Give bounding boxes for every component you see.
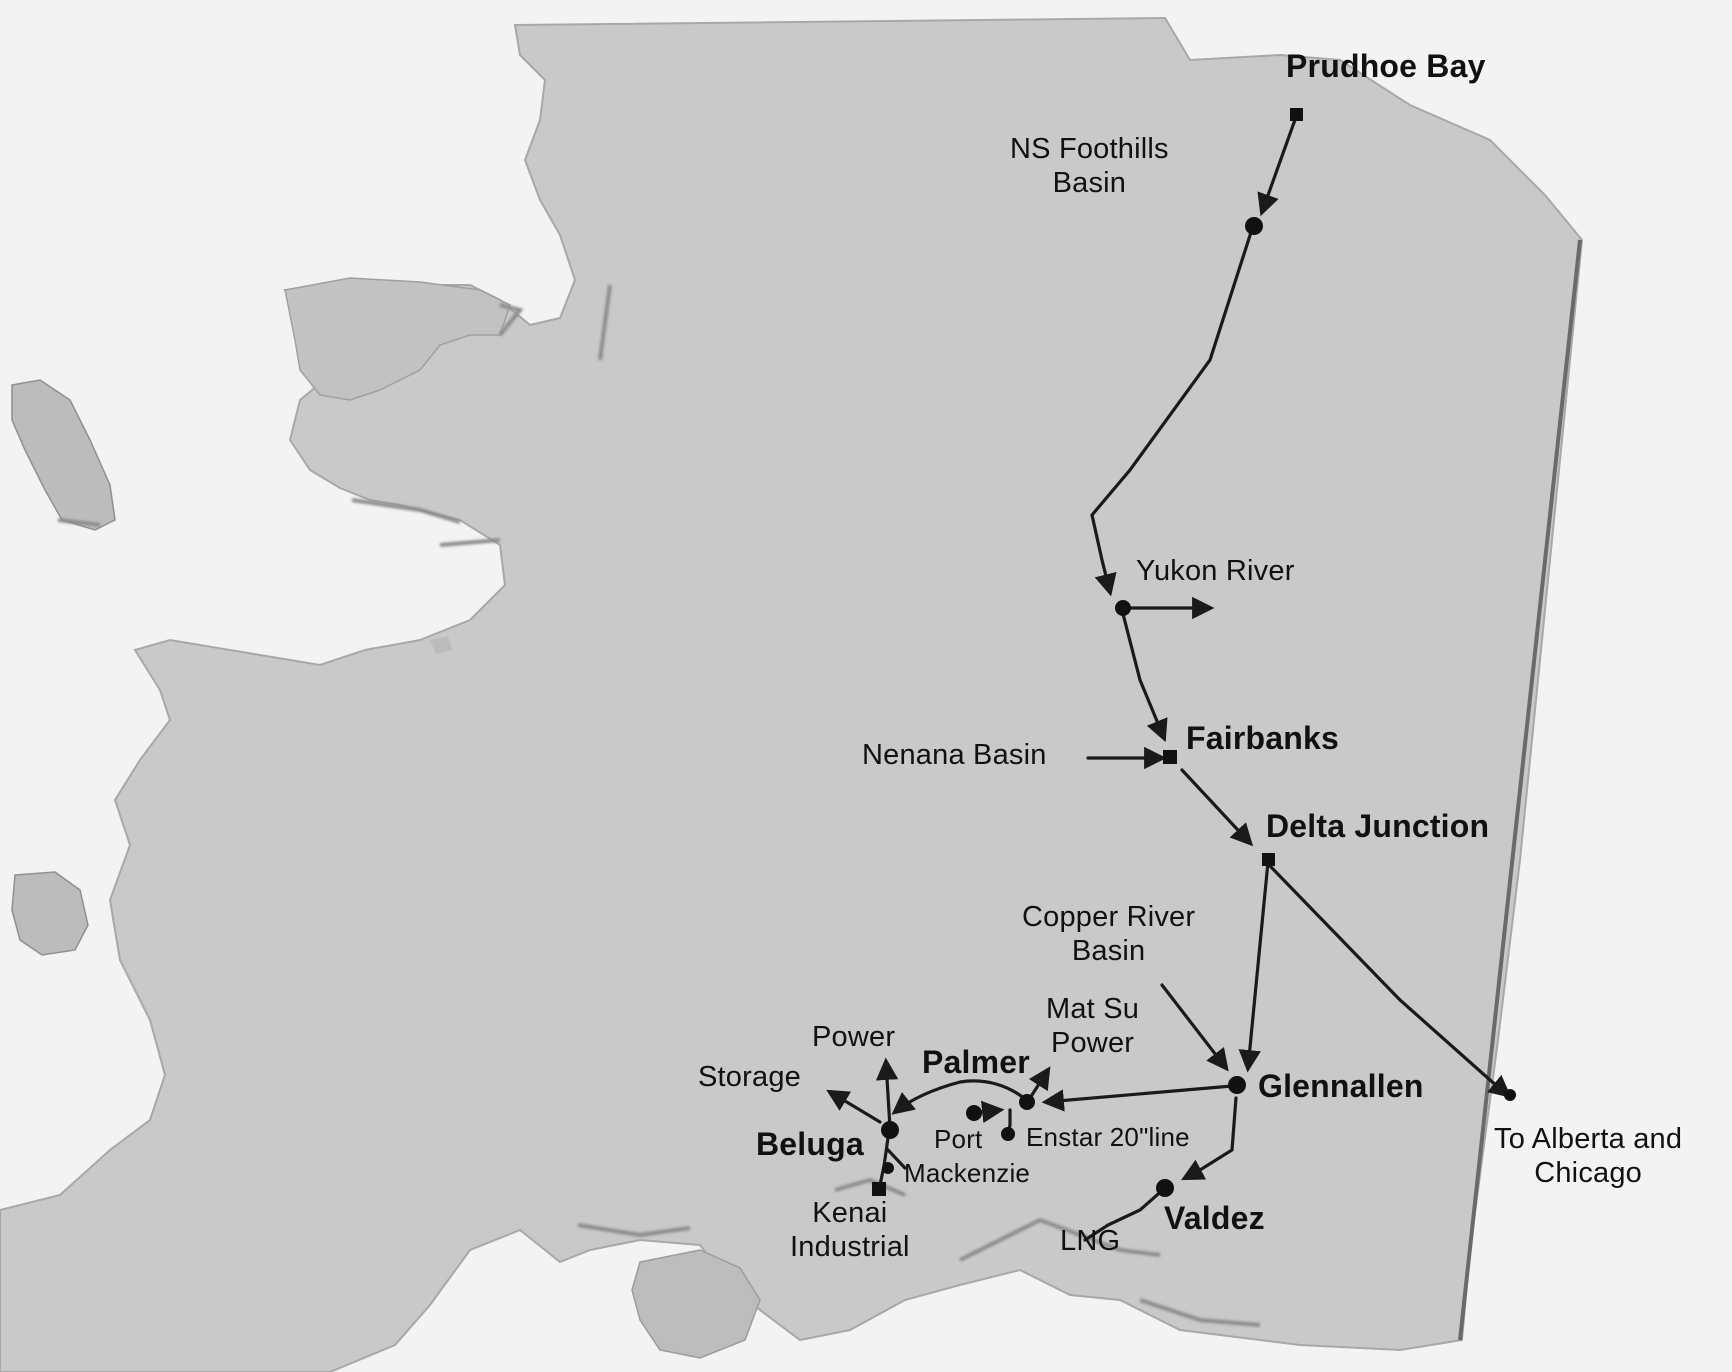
label-nenana-basin: Nenana Basin — [862, 739, 1047, 771]
node-yukon-river — [1115, 600, 1131, 616]
label-enstar: Enstar 20"line — [1026, 1122, 1190, 1152]
label-storage: Storage — [698, 1061, 801, 1093]
label-ns-foothills-line2: Basin — [1052, 167, 1127, 200]
node-palmer — [1019, 1094, 1035, 1110]
label-mackenzie: Mackenzie — [904, 1158, 1031, 1188]
pipeline-glennallen-valdez — [1181, 1096, 1238, 1181]
label-power: Power — [812, 1021, 896, 1053]
pipeline-delta-glennallen — [1238, 860, 1270, 1073]
pipeline-delta-alberta — [1268, 864, 1512, 1098]
label-alberta-chicago: To Alberta and Chicago — [1494, 1122, 1682, 1190]
label-prudhoe-bay: Prudhoe Bay — [1286, 48, 1486, 84]
label-copper-river-line1: Copper River — [1022, 901, 1196, 933]
pipeline-yukon-fairbanks — [1120, 608, 1168, 743]
node-prudhoe-bay — [1290, 108, 1303, 121]
node-mackenzie — [882, 1162, 894, 1174]
node-valdez — [1156, 1179, 1174, 1197]
label-beluga: Beluga — [756, 1126, 864, 1162]
label-copper-river: Copper River Basin — [1022, 900, 1195, 968]
seward-peninsula — [284, 277, 511, 401]
coastline-shadows — [57, 284, 1261, 1327]
pipeline-network — [826, 115, 1512, 1242]
label-kenai-line1: Kenai — [812, 1197, 888, 1229]
node-enstar — [1001, 1127, 1015, 1141]
pipeline-copper-arrow — [1160, 983, 1229, 1072]
node-beluga — [881, 1121, 899, 1139]
label-alberta-line2: Chicago — [1534, 1157, 1643, 1190]
label-kenai-industrial: Kenai Industrial — [790, 1196, 910, 1264]
label-mat-su-line1: Mat Su — [1046, 993, 1140, 1025]
node-delta-junction — [1262, 853, 1275, 866]
node-port-mackenzie — [966, 1105, 982, 1121]
label-copper-river-line2: Basin — [1071, 935, 1146, 968]
node-glennallen — [1228, 1076, 1246, 1094]
kodiak-island — [631, 1249, 761, 1359]
label-fairbanks: Fairbanks — [1186, 720, 1339, 756]
pipeline-palmer-beluga — [891, 1079, 1032, 1115]
label-lng: LNG — [1060, 1225, 1121, 1257]
pipeline-prudhoe-foothills — [1257, 115, 1298, 217]
pipeline-foothills-yukon — [1090, 224, 1255, 597]
label-kenai-line2: Industrial — [790, 1231, 910, 1264]
label-alberta-line1: To Alberta and — [1494, 1123, 1683, 1155]
st-lawrence-island — [11, 379, 116, 531]
label-ns-foothills: NS Foothills Basin — [1010, 132, 1169, 200]
pipeline-valdez-lng — [1083, 1186, 1167, 1242]
canada-border — [1458, 239, 1582, 1341]
pipeline-fairbanks-delta — [1180, 768, 1254, 847]
label-mat-su-line2: Power — [1050, 1027, 1135, 1060]
label-yukon-river: Yukon River — [1136, 555, 1295, 587]
pipeline-palmer-matsu — [1028, 1066, 1051, 1100]
label-ns-foothills-line1: NS Foothills — [1010, 133, 1169, 165]
label-delta-junction: Delta Junction — [1266, 808, 1490, 844]
pipeline-beluga-storage — [826, 1089, 882, 1124]
label-valdez: Valdez — [1164, 1200, 1265, 1236]
pipeline-glennallen-palmer — [1041, 1084, 1234, 1112]
label-mat-su-power: Mat Su Power — [1046, 992, 1139, 1060]
label-port: Port — [934, 1124, 983, 1154]
station-nodes — [872, 108, 1516, 1197]
pipeline-beluga-mackenzie — [886, 1148, 907, 1170]
label-palmer: Palmer — [922, 1044, 1030, 1080]
label-glennallen: Glennallen — [1258, 1068, 1424, 1104]
nunivak-island — [11, 871, 89, 956]
pipeline-beluga-power — [875, 1057, 899, 1130]
node-alberta — [1504, 1089, 1516, 1101]
small-island — [430, 636, 452, 654]
node-fairbanks — [1163, 750, 1177, 764]
node-kenai — [872, 1182, 886, 1196]
node-ns-foothills — [1245, 217, 1263, 235]
